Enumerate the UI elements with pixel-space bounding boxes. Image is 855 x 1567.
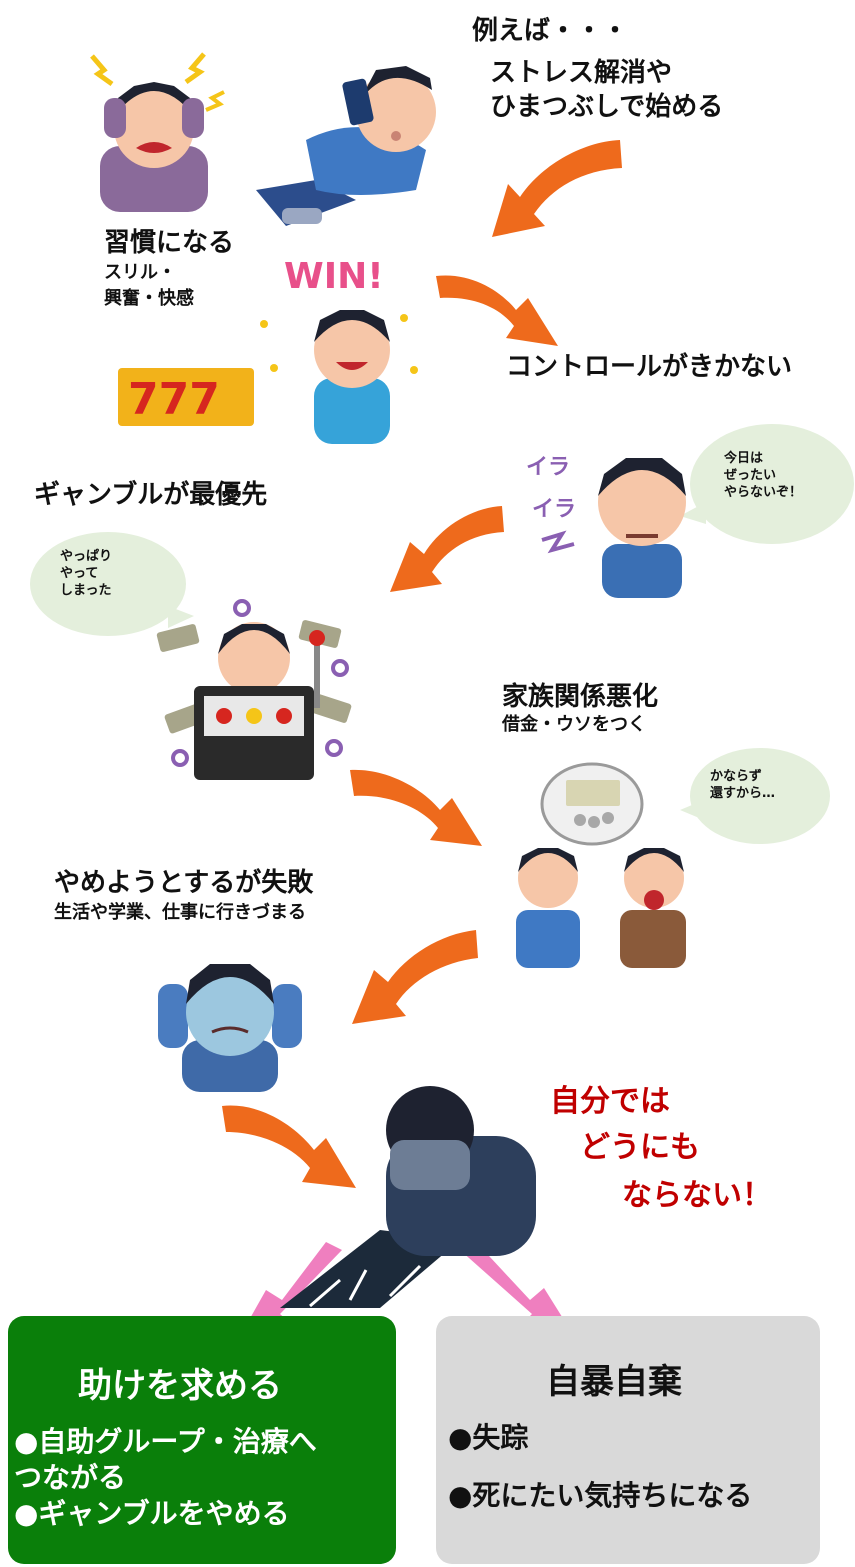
family-sub: 借金・ウソをつく <box>502 714 646 735</box>
arrow-6 <box>222 1105 356 1188</box>
win-text: WIN! <box>284 258 384 297</box>
family-bubble-tail <box>680 800 704 820</box>
control-bubble-tail <box>680 502 706 524</box>
win-man-illustration: WIN! 777 <box>118 258 418 444</box>
control-title: コントロールがきかない <box>506 352 793 382</box>
family-speech-bubble: かならず 還すから… <box>690 748 830 844</box>
irritated-text-2: イラ <box>532 497 576 522</box>
arrow-1 <box>492 140 622 237</box>
borrowing-money-illustration <box>516 762 686 968</box>
fail-title: やめようとするが失敗 <box>54 868 314 898</box>
troubled-man-illustration <box>158 964 302 1092</box>
priority-title: ギャンブルが最優先 <box>34 480 268 510</box>
help-outcome-title: 助けを求める <box>78 1366 282 1406</box>
irritated-man-illustration: イラ イラ <box>526 455 686 598</box>
control-bubble-text: 今日は ぜったい やらないぞ！ <box>724 451 803 500</box>
intro-line1: ストレス解消や <box>490 58 673 88</box>
pink-arrow-right <box>460 1242 574 1336</box>
habit-title: 習慣になる <box>104 228 235 258</box>
control-speech-bubble: 今日は ぜったい やらないぞ！ <box>690 424 854 544</box>
priority-bubble-text: やっぱり やって しまった <box>60 549 113 598</box>
intro-label: 例えば・・・ <box>472 16 629 46</box>
slot-machine-man-illustration <box>156 599 352 780</box>
help-outcome-item-2: ●ギャンブルをやめる <box>14 1497 290 1530</box>
help-outcome-box: 助けを求める ●自助グループ・治療へ つながる ●ギャンブルをやめる <box>8 1316 396 1564</box>
habit-sub1: スリル・ <box>104 262 176 283</box>
despair-line3: ならない！ <box>622 1178 772 1213</box>
arrow-3 <box>390 506 504 592</box>
arrow-2 <box>436 275 558 346</box>
habit-sub2: 興奮・快感 <box>104 288 194 309</box>
arrow-4 <box>350 769 482 846</box>
arrow-5 <box>352 930 478 1024</box>
despair-line2: どうにも <box>580 1130 700 1165</box>
family-bubble-text: かならず 還すから… <box>710 769 776 801</box>
frustrated-man-illustration <box>90 52 225 212</box>
intro-line2: ひまつぶしで始める <box>490 92 724 122</box>
priority-speech-bubble: やっぱり やって しまった <box>30 532 186 636</box>
despair-man-illustration <box>280 1086 536 1308</box>
fail-sub: 生活や学業、仕事に行きづまる <box>54 902 306 923</box>
family-title: 家族関係悪化 <box>502 682 659 712</box>
despair-line1: 自分では <box>550 1084 670 1119</box>
despair-outcome-title: 自暴自棄 <box>546 1362 682 1402</box>
despair-outcome-item-1: ●失踪 <box>448 1421 529 1454</box>
priority-bubble-tail <box>168 606 194 628</box>
despair-outcome-item-2: ●死にたい気持ちになる <box>448 1479 753 1512</box>
irritated-text-1: イラ <box>526 455 570 480</box>
slot-777-text: 777 <box>128 374 220 425</box>
pink-arrow-left <box>240 1242 342 1336</box>
man-with-smartphone-illustration <box>256 66 436 226</box>
despair-outcome-box: 自暴自棄 ●失踪 ●死にたい気持ちになる <box>436 1316 820 1564</box>
help-outcome-item-1: ●自助グループ・治療へ つながる <box>14 1425 317 1494</box>
